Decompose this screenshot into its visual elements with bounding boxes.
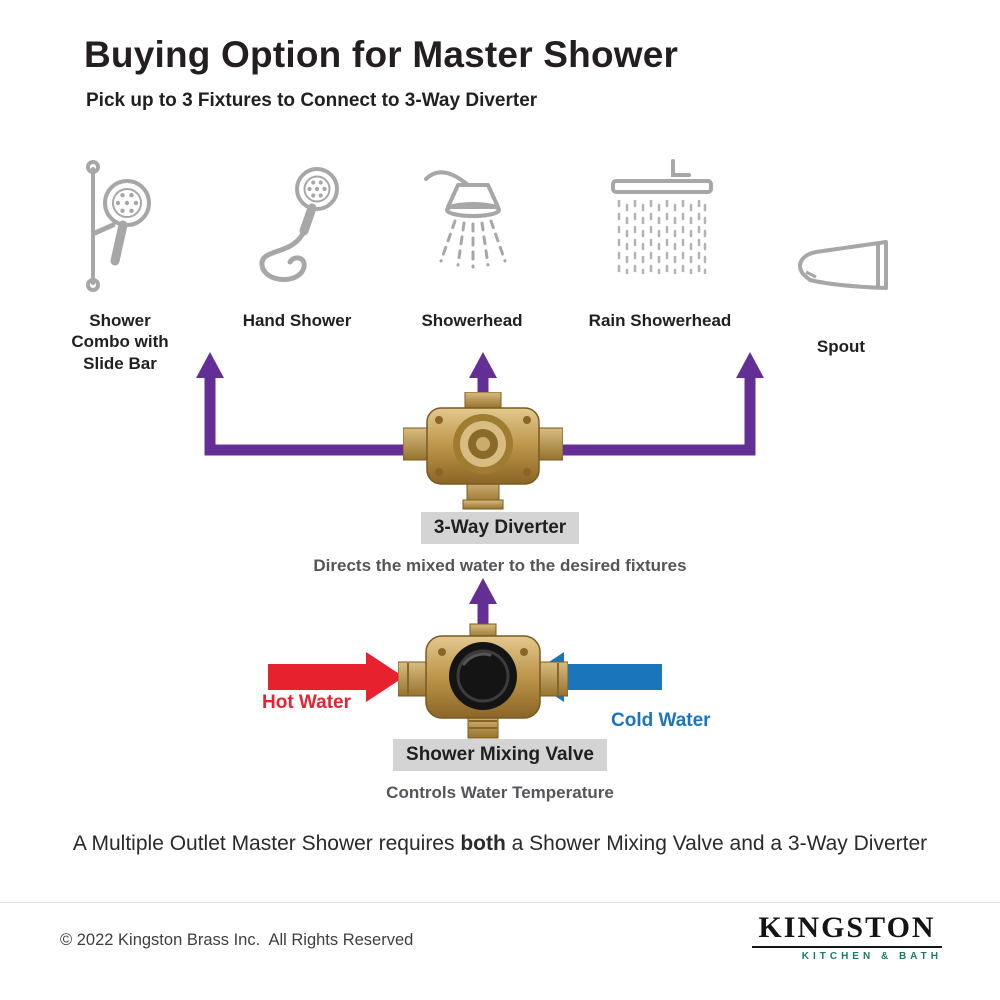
diverter-caption: Directs the mixed water to the desired f… xyxy=(313,556,687,575)
showerhead-icon xyxy=(382,142,562,300)
brand-tagline: KITCHEN & BATH xyxy=(801,951,942,962)
summary-bold: both xyxy=(460,832,506,855)
summary-suffix: a Shower Mixing Valve and a 3-Way Divert… xyxy=(505,832,928,855)
shower-mixing-valve-image xyxy=(397,622,569,747)
copyright-text: © 2022 Kingston Brass Inc. All Rights Re… xyxy=(60,931,414,949)
fixture-label: Spout xyxy=(816,337,866,356)
diverter-label-chip: 3-Way Diverter xyxy=(420,512,580,544)
cold-water-label: Cold Water xyxy=(611,710,711,731)
mixing-valve-caption: Controls Water Temperature xyxy=(386,783,614,802)
rain-showerhead-icon xyxy=(570,142,750,300)
fixture-showerhead: Showerhead xyxy=(382,142,562,331)
shower-combo-slide-bar-icon xyxy=(30,142,210,300)
fixture-spout: Spout xyxy=(751,142,931,357)
page-subtitle: Pick up to 3 Fixtures to Connect to 3-Wa… xyxy=(86,90,538,111)
diverter-chip-row: 3-Way Diverter xyxy=(0,512,1000,544)
brand-name: KINGSTON xyxy=(752,911,942,948)
fixture-label: Hand Shower xyxy=(242,311,352,330)
fixture-rain-showerhead: Rain Showerhead xyxy=(570,142,750,331)
fixture-shower-combo: Shower Combo with Slide Bar xyxy=(30,142,210,374)
page-title: Buying Option for Master Shower xyxy=(84,34,679,75)
footer-divider xyxy=(0,902,1000,903)
three-way-diverter-valve-image xyxy=(402,391,564,515)
fixture-label: Rain Showerhead xyxy=(588,311,732,330)
mixer-chip-row: Shower Mixing Valve xyxy=(0,739,1000,771)
fixture-label: Shower Combo with Slide Bar xyxy=(71,311,169,373)
summary-prefix: A Multiple Outlet Master Shower requires xyxy=(72,832,461,855)
mixing-valve-label-chip: Shower Mixing Valve xyxy=(393,739,607,771)
fixture-hand-shower: Hand Shower xyxy=(207,142,387,331)
kingston-logo: KINGSTON KITCHEN & BATH xyxy=(752,911,942,962)
hot-water-label: Hot Water xyxy=(262,692,352,713)
tub-spout-icon xyxy=(751,142,931,326)
fixture-label: Showerhead xyxy=(421,311,523,330)
summary-sentence: A Multiple Outlet Master Shower requires… xyxy=(0,832,1000,856)
hand-shower-icon xyxy=(207,142,387,300)
